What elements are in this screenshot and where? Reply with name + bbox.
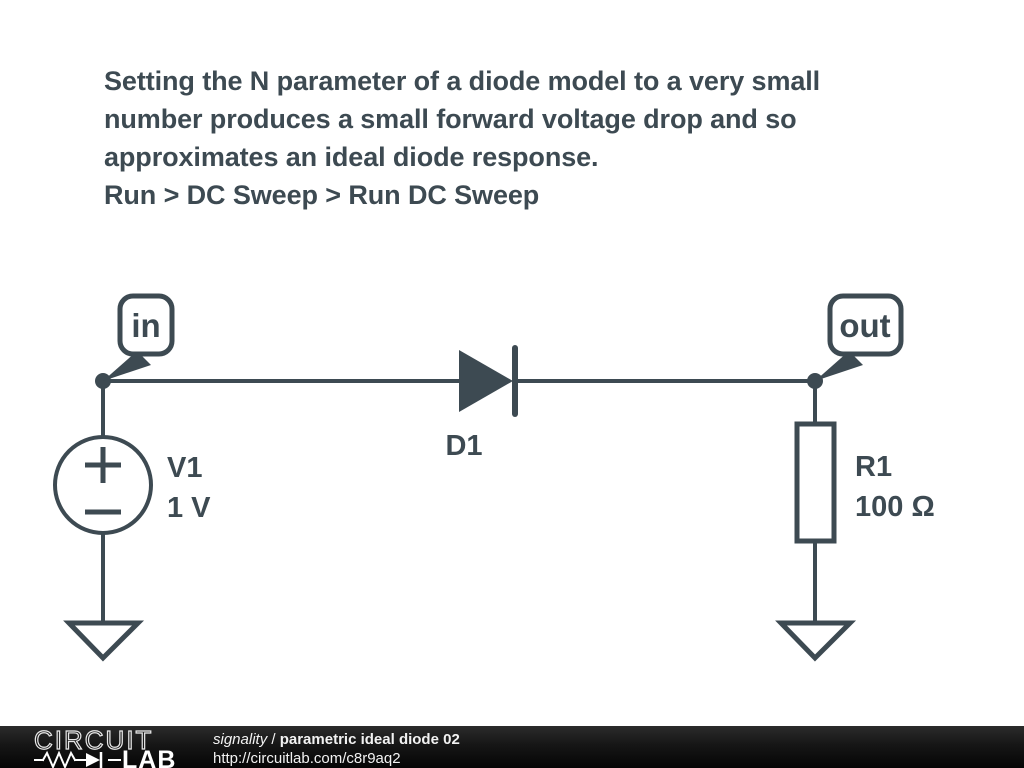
description-line-4: Run > DC Sweep > Run DC Sweep: [104, 180, 540, 210]
node-label-in-stem: [103, 351, 151, 381]
description-line-2: number produces a small forward voltage …: [104, 104, 797, 134]
component-voltage-source-v1[interactable]: V1 1 V: [53, 435, 211, 535]
component-diode-d1[interactable]: D1: [445, 345, 518, 462]
description-line-1: Setting the N parameter of a diode model…: [104, 66, 821, 96]
footer-text-block: signality / parametric ideal diode 02 ht…: [213, 730, 460, 768]
circuit-schematic[interactable]: in out D1 V1 1 V: [0, 250, 1024, 720]
footer-title-line: signality / parametric ideal diode 02: [213, 730, 460, 749]
node-label-in-text: in: [131, 307, 160, 344]
wire-group: [101, 379, 817, 625]
ground-symbol-right[interactable]: [775, 620, 857, 662]
node-label-out-text: out: [839, 307, 890, 344]
footer-separator: /: [267, 731, 280, 748]
resistor-body[interactable]: [794, 421, 837, 544]
description-line-3: approximates an ideal diode response.: [104, 142, 599, 172]
voltage-source-circle[interactable]: [53, 435, 153, 535]
voltage-source-value-label: 1 V: [167, 492, 211, 524]
ground-triangle-icon: [775, 620, 857, 662]
ground-symbol-left[interactable]: [63, 620, 145, 662]
voltage-source-name-label: V1: [167, 452, 202, 484]
node-label-out[interactable]: out: [815, 293, 904, 381]
footer-url[interactable]: http://circuitlab.com/c8r9aq2: [213, 750, 401, 767]
node-label-in[interactable]: in: [103, 293, 175, 381]
ground-triangle-icon: [63, 620, 145, 662]
circuitlab-logo[interactable]: CIRCUIT LAB: [33, 726, 194, 768]
footer-circuit-name: parametric ideal diode 02: [279, 731, 460, 748]
node-label-out-box[interactable]: [827, 293, 904, 357]
node-label-in-box[interactable]: [117, 293, 175, 357]
logo-word-lab: LAB: [122, 746, 176, 768]
diode-name-label: D1: [445, 430, 482, 462]
footer-bar: CIRCUIT LAB signality / parametric ideal…: [0, 726, 1024, 768]
resistor-value-label: 100 Ω: [855, 491, 935, 523]
resistor-name-label: R1: [855, 451, 892, 483]
footer-owner: signality: [213, 731, 268, 748]
resistor-diode-icon: [34, 750, 121, 768]
logo-diode-triangle-icon: [86, 753, 100, 767]
description-block: Setting the N parameter of a diode model…: [104, 62, 984, 214]
diode-triangle-icon: [459, 350, 513, 412]
logo-word-circuit: CIRCUIT: [34, 728, 153, 755]
plus-sign-icon: [85, 447, 121, 483]
node-label-out-stem: [815, 351, 863, 381]
component-resistor-r1[interactable]: R1 100 Ω: [794, 421, 935, 544]
